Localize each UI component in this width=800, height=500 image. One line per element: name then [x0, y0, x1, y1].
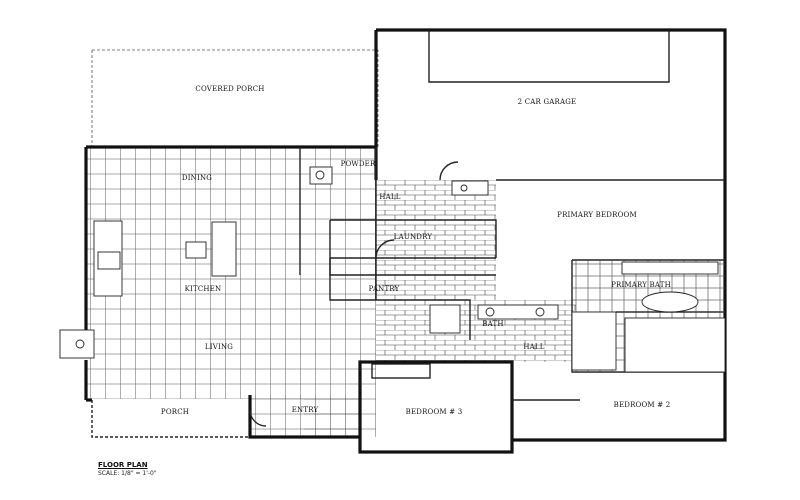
- plan-scale: SCALE: 1/8" = 1'-0": [98, 470, 157, 477]
- hall-lower-label: HALL: [523, 343, 544, 351]
- hall-bath-area: [429, 304, 559, 334]
- living-floor: [86, 147, 576, 437]
- door-swings: [249, 161, 459, 427]
- primary-bath-label: PRIMARY BATH: [611, 281, 671, 289]
- garage-sink: [451, 180, 489, 196]
- powder-label: POWDER: [341, 160, 376, 168]
- covered-porch-label: COVERED PORCH: [195, 85, 264, 93]
- laundry-label: LAUNDRY: [394, 233, 433, 241]
- bedroom3-label: BEDROOM # 3: [406, 408, 463, 416]
- kitchen-fixtures: [93, 220, 237, 297]
- plan-title: FLOOR PLAN: [98, 461, 148, 469]
- bedroom2-label: BEDROOM # 2: [614, 401, 671, 409]
- garage-label: 2 CAR GARAGE: [518, 98, 577, 106]
- entry-label: ENTRY: [292, 406, 319, 414]
- kitchen-label: KITCHEN: [185, 285, 222, 293]
- dining-label: DINING: [182, 174, 212, 182]
- primary-bath-area: [571, 260, 726, 373]
- living-label: LIVING: [205, 343, 233, 351]
- fireplace: [59, 329, 95, 359]
- pantry-label: PANTRY: [369, 285, 400, 293]
- bedroom3-area: [358, 360, 514, 454]
- covered-porch-area: [91, 49, 379, 147]
- primary-bedroom-label: PRIMARY BEDROOM: [557, 211, 637, 219]
- bath-label: BATH: [482, 320, 503, 328]
- plan-caption: FLOOR PLAN SCALE: 1/8" = 1'-0": [98, 461, 157, 478]
- porch-label: PORCH: [161, 408, 189, 416]
- exterior-walls: [84, 145, 727, 442]
- powder-fixtures: [309, 166, 333, 185]
- hall-upper-label: HALL: [379, 193, 400, 201]
